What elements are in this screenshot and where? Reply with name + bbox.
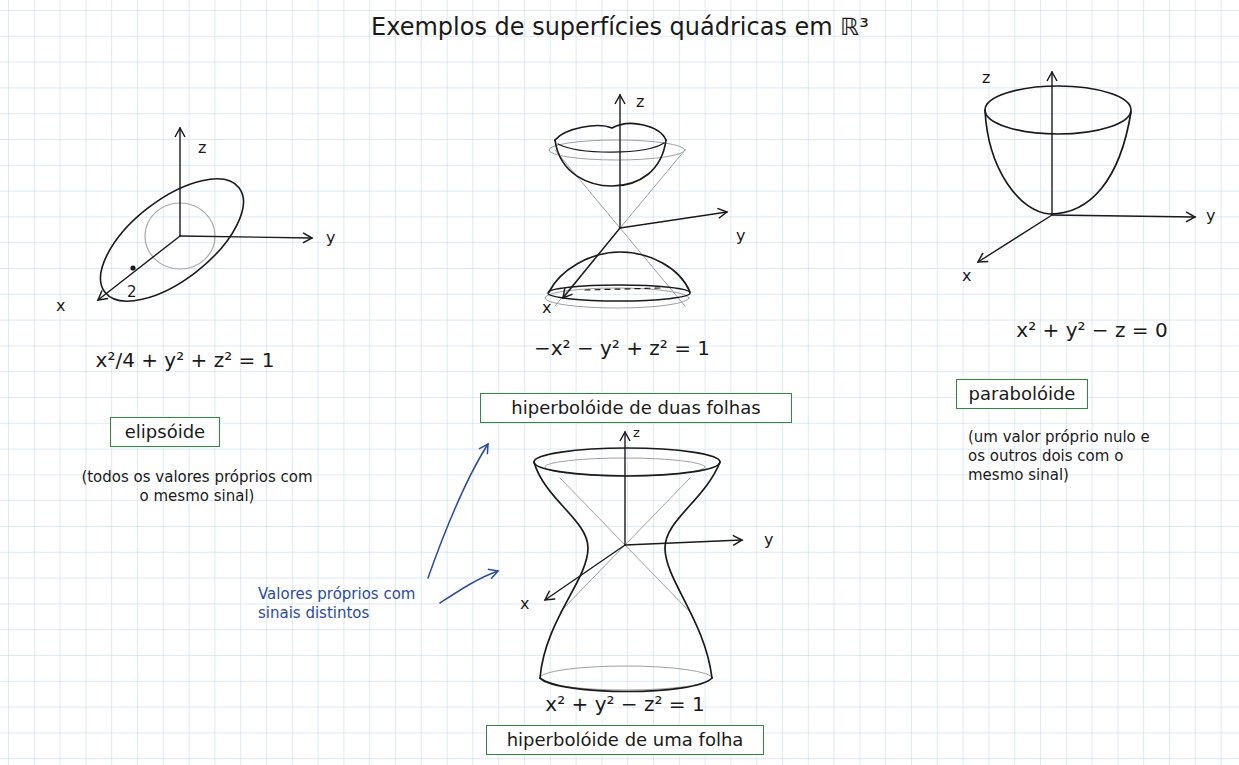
top-rim [534, 448, 720, 476]
name-box: hiperbolóide de duas folhas [480, 393, 791, 424]
equation: −x² − y² + z² = 1 [497, 336, 747, 361]
annotation: Valores próprios com sinais distintos [258, 585, 436, 623]
label-holder: 2 [127, 283, 137, 302]
page-title: Exemplos de superfícies quádricas em ℝ³ [320, 12, 920, 42]
title-holder: Exemplos de superfícies quádricas em ℝ³ [320, 12, 920, 42]
pointer-arrows [428, 444, 498, 603]
label-holder: y [326, 228, 335, 248]
paraboloid-rim [985, 86, 1131, 134]
surface-name: parabolóide [969, 383, 1076, 406]
lower-sheet-base [548, 285, 690, 301]
x-axis [98, 236, 180, 300]
surface-name: elipsóide [125, 421, 205, 444]
paraboloid-outline [985, 110, 1131, 214]
label-holder: (um valor próprio nulo e os outros dois … [968, 428, 1163, 484]
label-holder: (todos os valores próprios com o mesmo s… [80, 468, 315, 506]
pointer-arrow [440, 571, 498, 603]
note: (um valor próprio nulo e os outros dois … [968, 428, 1163, 484]
sheet-side [534, 462, 588, 678]
label-holder: x [962, 266, 971, 286]
x-axis [978, 215, 1052, 262]
label-holder: z [633, 425, 640, 441]
axis-label: z [198, 138, 206, 158]
label-holder: x [56, 296, 65, 316]
surface-name: hiperbolóide de uma folha [507, 729, 744, 752]
axis-point [130, 265, 135, 270]
label-holder: x²/4 + y² + z² = 1 [60, 348, 310, 373]
ellipsoid-outline [80, 156, 263, 324]
surface-name: hiperbolóide de duas folhas [511, 397, 760, 420]
axis-label: y [736, 226, 745, 246]
sheet-side [665, 462, 720, 678]
equation: x² + y² − z² = 1 [500, 692, 750, 717]
axis-label: z [636, 92, 644, 112]
y-axis [625, 540, 742, 545]
label-holder: y [1206, 206, 1215, 226]
axis-label: y [326, 228, 335, 248]
z-axis [1051, 72, 1052, 215]
one-sheet-figure [534, 432, 742, 692]
y-axis [1052, 215, 1195, 217]
label-holder: x [520, 594, 529, 614]
axis-label: z [633, 425, 640, 441]
pointer-arrow [428, 444, 488, 578]
label-holder: Valores próprios com sinais distintos [258, 585, 436, 623]
equation: x²/4 + y² + z² = 1 [60, 348, 310, 373]
upper-sheet [555, 140, 666, 186]
axis-label: y [764, 530, 773, 550]
label-holder: y [764, 530, 773, 550]
paraboloid-figure [978, 72, 1195, 262]
upper-sheet-rim [555, 124, 666, 140]
label-holder: z [636, 92, 644, 112]
label-holder: x [542, 298, 551, 318]
ellipsoid-figure [80, 128, 312, 324]
lower-sheet [549, 252, 690, 292]
equation: x² + y² − z = 0 [977, 318, 1207, 343]
axis-value: 2 [127, 283, 137, 302]
axis-label: y [1206, 206, 1215, 226]
axis-label: z [982, 68, 990, 88]
label-holder: z [198, 138, 206, 158]
note: (todos os valores próprios com o mesmo s… [80, 468, 315, 506]
upper-sheet-rim [558, 143, 664, 152]
x-axis [563, 228, 620, 298]
axis-label: x [520, 594, 529, 614]
label-holder: z [982, 68, 990, 88]
z-axis [179, 128, 180, 236]
axis-label: x [542, 298, 551, 318]
axis-label: x [962, 266, 971, 286]
name-box: elipsóide [110, 417, 220, 448]
z-axis [619, 95, 620, 228]
two-sheet-figure [545, 95, 727, 308]
label-holder: y [736, 226, 745, 246]
bottom-front [540, 678, 712, 692]
y-axis [180, 236, 312, 238]
label-holder: x² + y² − z² = 1 [500, 692, 750, 717]
label-holder: x² + y² − z = 0 [977, 318, 1207, 343]
name-box: hiperbolóide de uma folha [486, 725, 765, 756]
z-axis [624, 432, 625, 545]
x-axis [545, 545, 625, 600]
y-axis [620, 212, 727, 228]
name-box: parabolóide [956, 379, 1089, 410]
axis-label: x [56, 296, 65, 316]
label-holder: −x² − y² + z² = 1 [497, 336, 747, 361]
hidden-edge [585, 288, 660, 290]
